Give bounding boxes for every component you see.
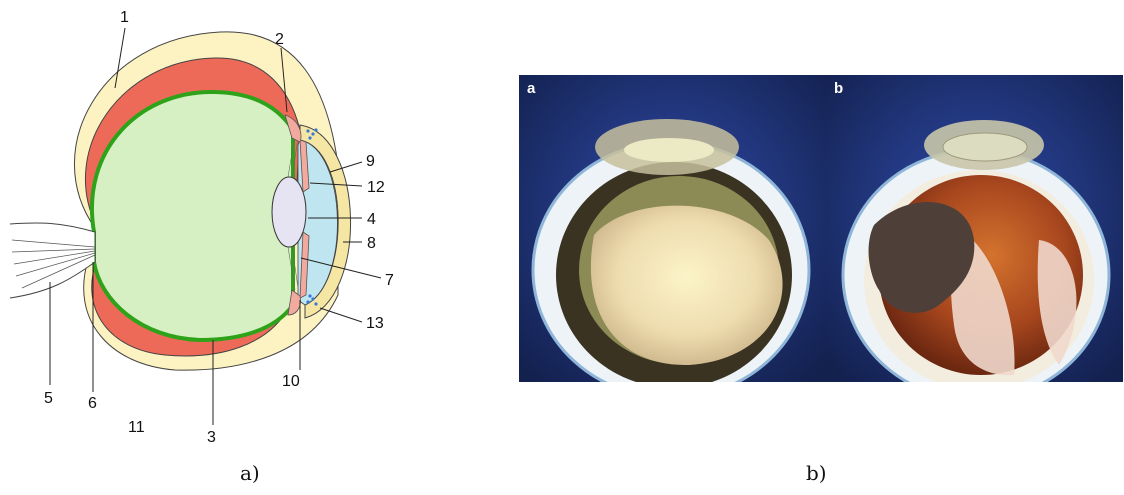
photo-panel-a [519, 75, 826, 382]
label-10: 10 [282, 373, 300, 390]
label-12: 12 [367, 179, 385, 196]
vitreous-body [92, 92, 293, 340]
label-11: 11 [128, 419, 145, 436]
caption-b: b) [806, 461, 827, 485]
photo-panels: a b [519, 75, 1123, 382]
label-9: 9 [366, 153, 375, 170]
label-3: 3 [207, 429, 216, 446]
label-1: 1 [120, 9, 129, 26]
label-4: 4 [367, 211, 376, 228]
label-2: 2 [275, 31, 284, 48]
panel-letter-a: a [527, 80, 536, 97]
label-6: 6 [88, 395, 97, 412]
lens [272, 177, 306, 247]
photo-panel-b [826, 75, 1123, 382]
caption-a: a) [240, 461, 260, 485]
panel-letter-b: b [834, 80, 843, 97]
label-13: 13 [366, 315, 384, 332]
label-7: 7 [385, 272, 394, 289]
eye-anatomy-diagram: 1 2 3 4 5 6 7 8 9 10 11 12 13 [0, 0, 500, 495]
label-8: 8 [367, 235, 376, 252]
label-5: 5 [44, 390, 53, 407]
